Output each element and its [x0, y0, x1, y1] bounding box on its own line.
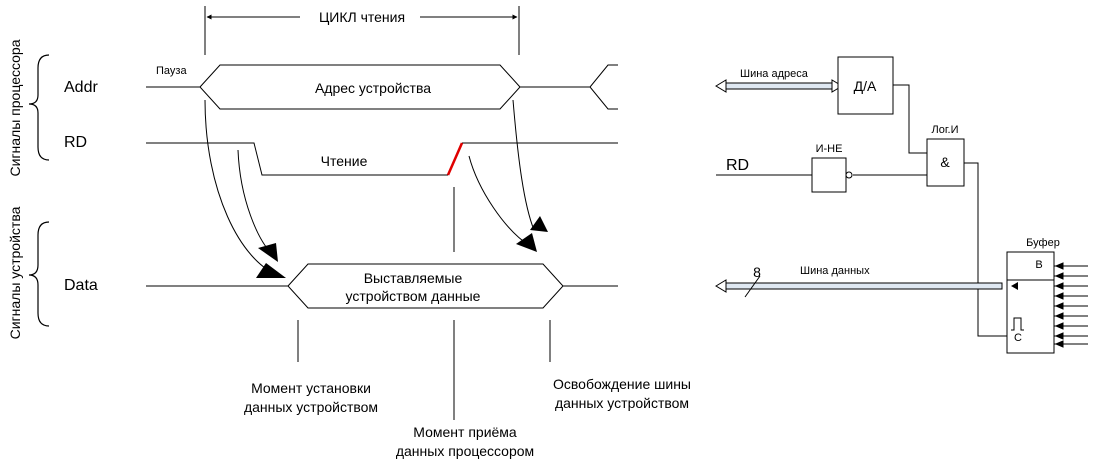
address-bus: [715, 79, 843, 93]
moment-recv-line2: данных процессором: [396, 443, 534, 459]
data-value-line2: устройством данные: [346, 288, 481, 304]
buffer-input-arrows: [1054, 262, 1088, 348]
inversion-bubble: [845, 171, 853, 179]
buffer-output-marker: [1011, 282, 1018, 290]
cpu-signals-brace: [28, 54, 50, 161]
nand-label: И-НЕ: [816, 143, 843, 155]
read-label: Чтение: [321, 153, 368, 169]
data-value-line1: Выставляемые: [364, 270, 463, 286]
rd-signal-label: RD: [64, 134, 87, 151]
causal-arrows: [204, 99, 535, 277]
control-wiring: [716, 84, 1007, 337]
bus-width-label: 8: [753, 264, 761, 280]
release-line1: Освобождение шины: [553, 376, 691, 392]
and-symbol: &: [940, 154, 950, 170]
buffer-label: Буфер: [1026, 237, 1060, 249]
decoder-label: Д/А: [854, 78, 877, 94]
and-gate: [926, 138, 965, 187]
data-bus-label: Шина данных: [800, 265, 870, 277]
pause-label: Пауза: [156, 65, 187, 77]
device-signals-brace: [28, 221, 50, 327]
rd-waveform: [146, 142, 618, 176]
buffer-b-pin: B: [1035, 259, 1042, 271]
nand-gate: [811, 157, 847, 193]
addr-waveform: [146, 64, 618, 110]
moment-set-line2: данных устройством: [244, 399, 378, 415]
buffer-block: [1006, 251, 1055, 354]
clock-pulse-symbol: [1011, 317, 1024, 331]
decoder-block: [837, 56, 894, 115]
data-bus: [715, 275, 1003, 298]
cycle-label: ЦИКЛ чтения: [319, 9, 405, 25]
arrow-heads: [256, 216, 548, 278]
circuit-rd-label: RD: [726, 157, 749, 174]
and-gate-label: Лог.И: [932, 124, 959, 136]
cpu-signals-label: Сигналы процессора: [7, 39, 23, 176]
moment-markers: [297, 187, 551, 420]
release-line2: данных устройством: [555, 395, 689, 411]
addr-value-label: Адрес устройства: [315, 80, 431, 96]
data-waveform: [146, 263, 618, 309]
data-signal-label: Data: [64, 277, 98, 294]
address-bus-label: Шина адреса: [740, 68, 809, 80]
addr-signal-label: Addr: [64, 79, 98, 96]
rd-rising-edge: [446, 142, 464, 176]
buffer-c-pin: C: [1014, 332, 1022, 344]
moment-recv-line1: Момент приёма: [413, 424, 517, 440]
moment-set-line1: Момент установки: [251, 380, 371, 396]
device-signals-label: Сигналы устройства: [7, 206, 23, 339]
